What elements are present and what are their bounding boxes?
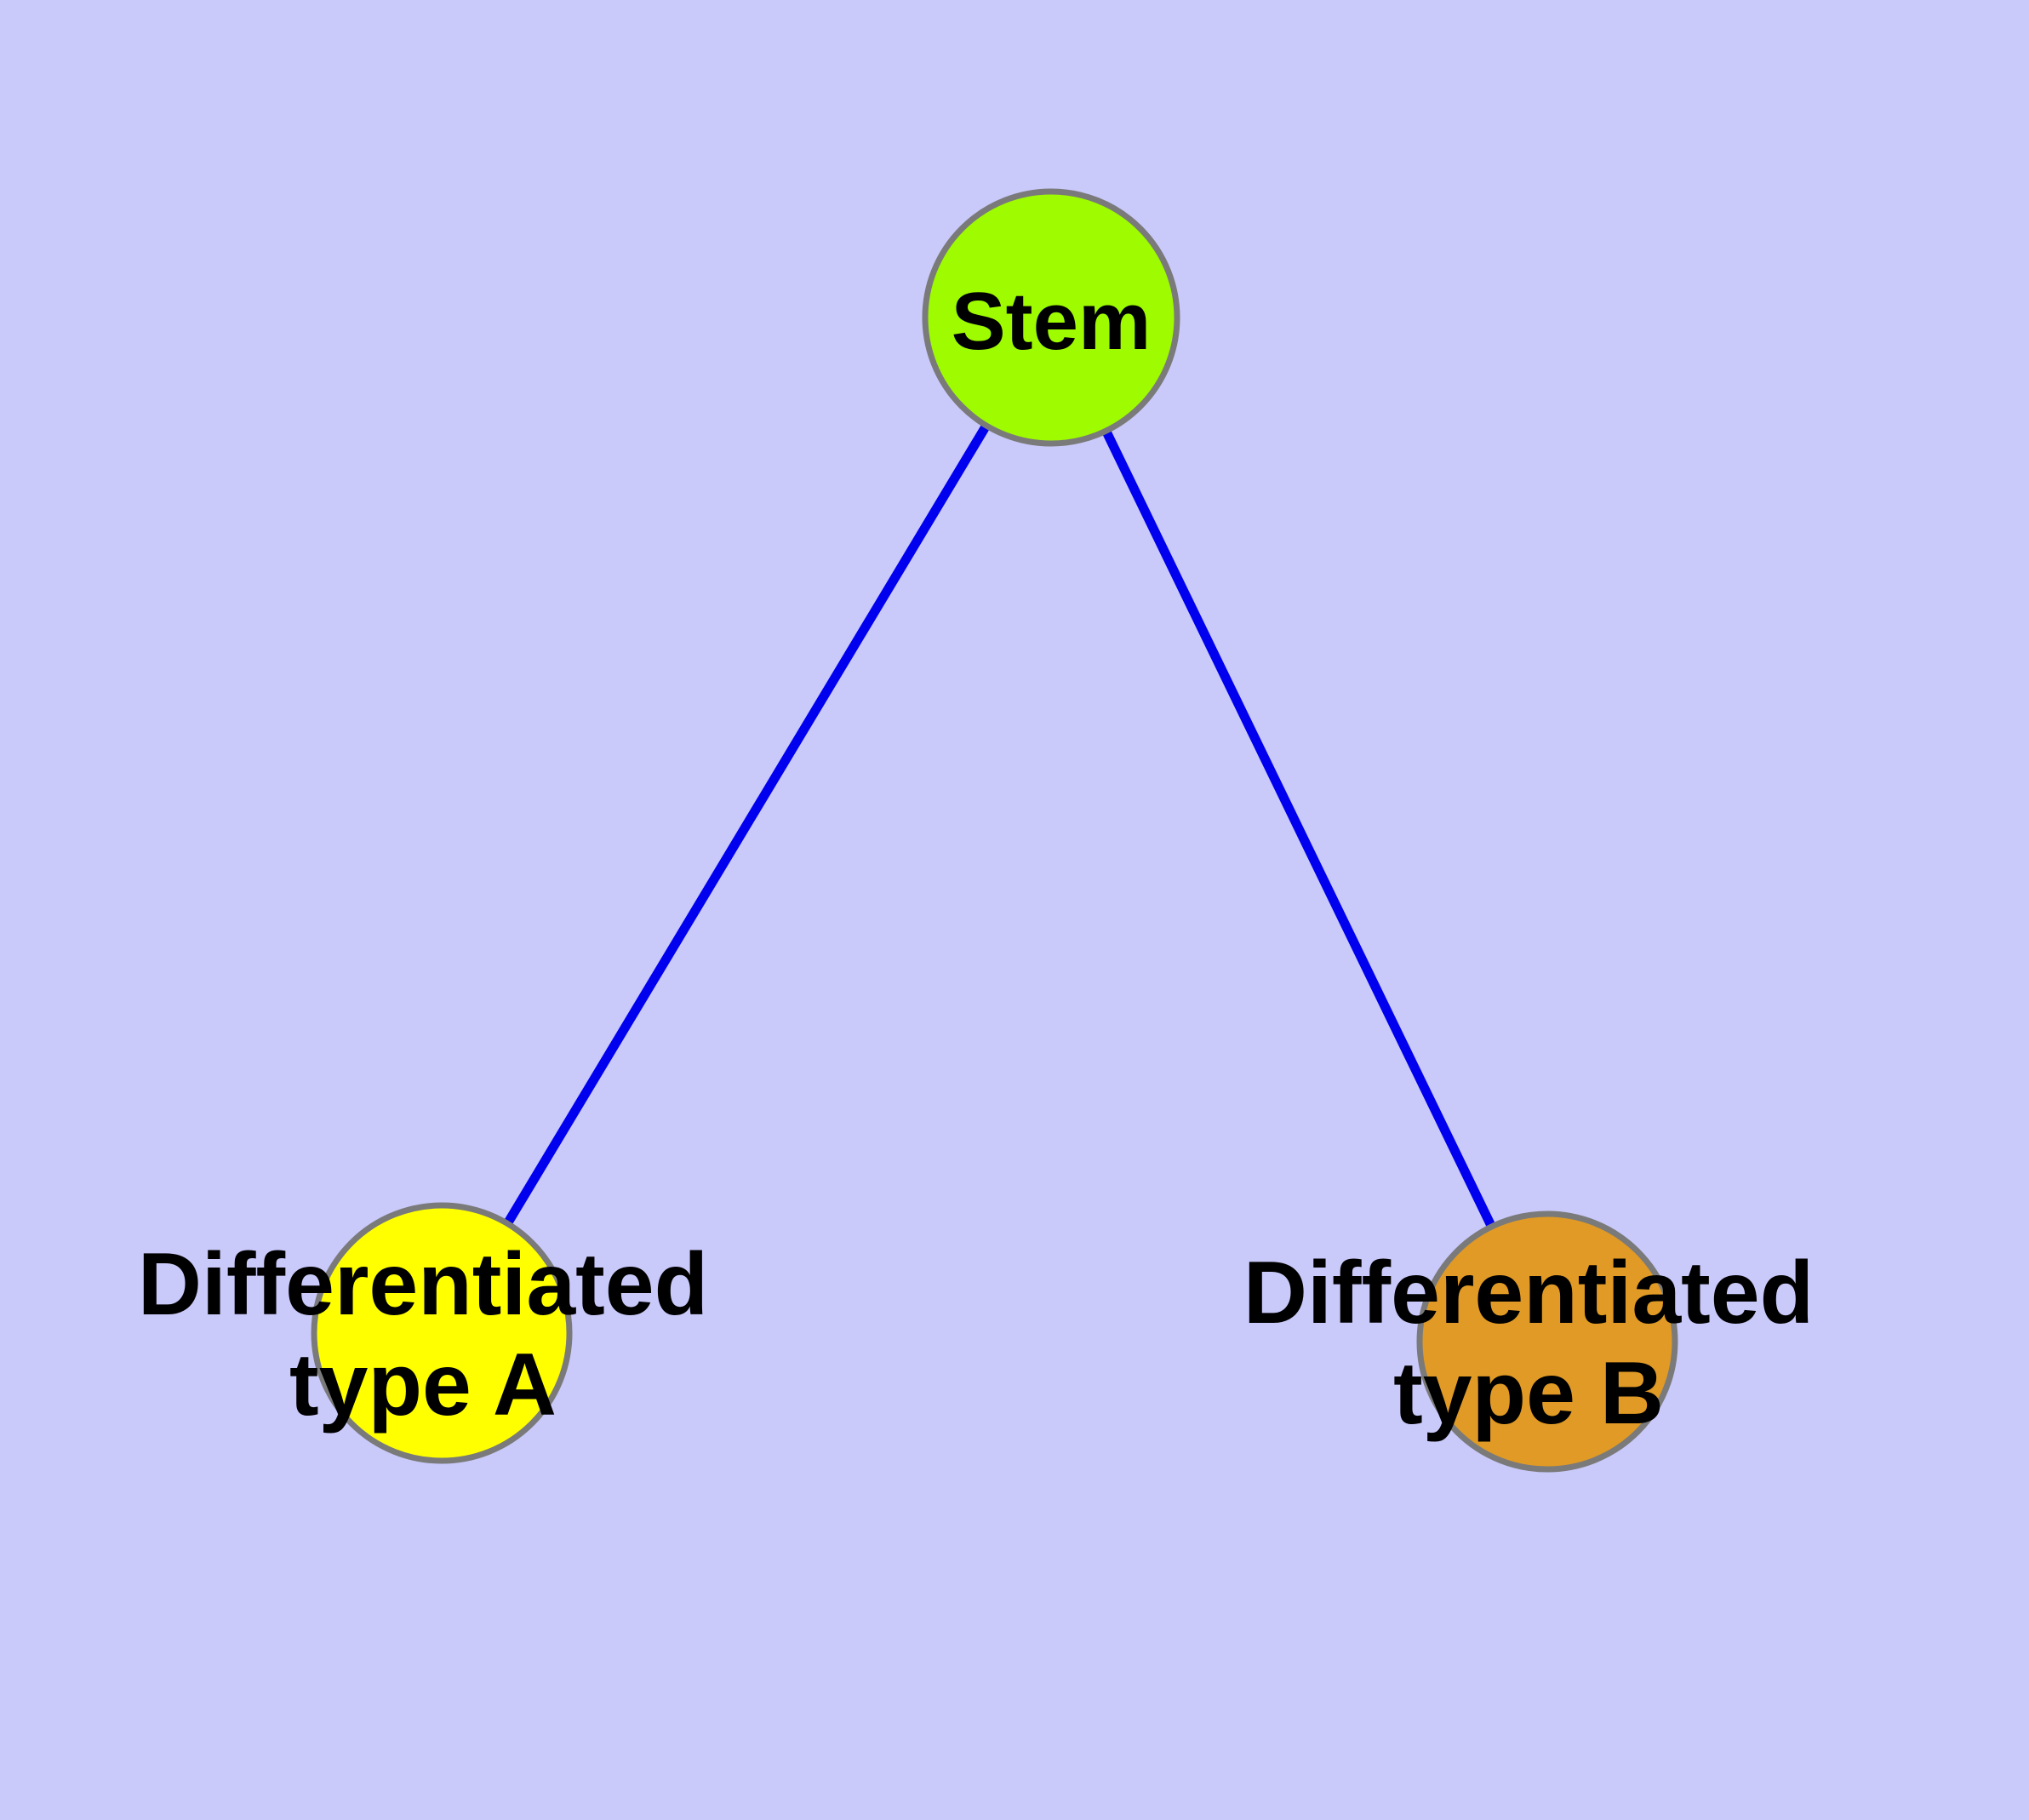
label-layer: Stem Differentiated type A Differentiate… — [138, 276, 1814, 1443]
node-stem[interactable] — [922, 188, 1180, 447]
edge-layer — [501, 420, 1498, 1233]
node-differentiated-type-b-circle[interactable] — [1416, 1210, 1678, 1473]
edge-stem-to-differentiated-type-b[interactable] — [1100, 426, 1498, 1233]
node-differentiated-type-b-label-line-2: type B — [1393, 1344, 1664, 1443]
node-differentiated-type-b-label: Differentiated type B — [1243, 1244, 1814, 1443]
node-differentiated-type-a-label-line-2: type A — [289, 1336, 557, 1434]
node-stem-label: Stem — [952, 276, 1152, 367]
node-layer — [311, 188, 1678, 1473]
node-differentiated-type-a[interactable] — [311, 1202, 573, 1464]
node-differentiated-type-a-label-line-1: Differentiated — [138, 1235, 708, 1334]
node-stem-circle[interactable] — [922, 188, 1180, 447]
edge-stem-to-differentiated-type-a[interactable] — [501, 420, 992, 1229]
node-differentiated-type-b[interactable] — [1416, 1210, 1678, 1473]
node-differentiated-type-a-circle[interactable] — [311, 1202, 573, 1464]
node-differentiated-type-a-label: Differentiated type A — [138, 1235, 708, 1434]
node-differentiated-type-b-label-line-1: Differentiated — [1243, 1244, 1814, 1342]
